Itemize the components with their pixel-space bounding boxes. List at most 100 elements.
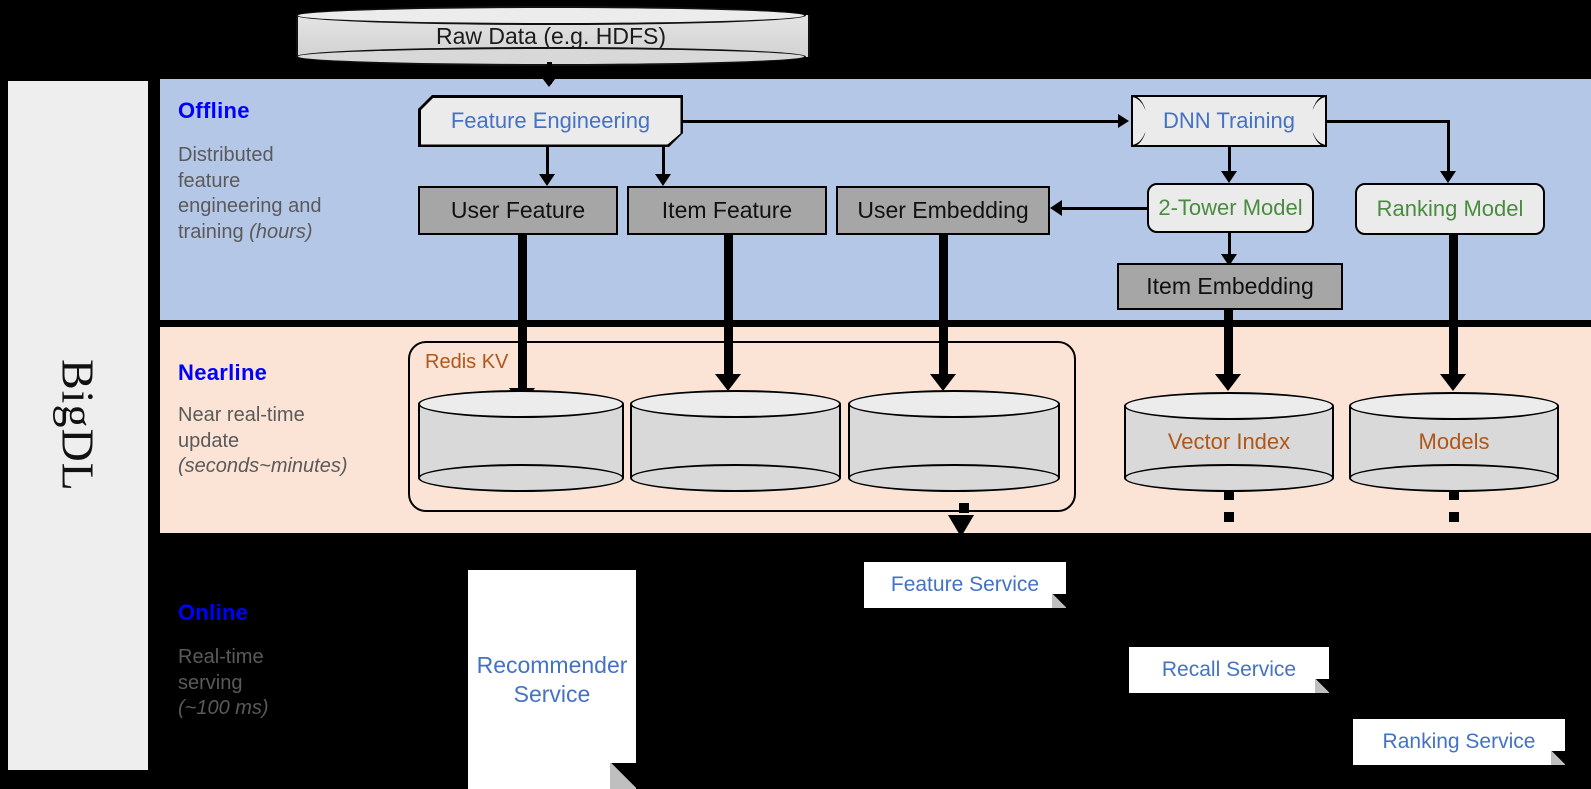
offline-description: Distributed feature engineering and trai… [178, 143, 388, 245]
recall-service-label: Recall Service [1161, 657, 1297, 681]
pipe-itemembedding-to-vectorindex [1224, 310, 1233, 385]
arrow-dnn-to-ranking-v [1447, 120, 1450, 177]
cylinder-bottom [848, 464, 1060, 492]
recommender-service-line2: Service [513, 680, 591, 707]
arrow-dnn-to-ranking-h [1327, 120, 1449, 123]
feature-service-label: Feature Service [890, 572, 1040, 596]
user-feature-node[interactable]: User Feature [418, 186, 618, 235]
store-user-embedding[interactable] [848, 390, 1060, 492]
redis-kv-group [408, 341, 1076, 512]
offline-desc-l4: training [178, 220, 250, 243]
ranking-model-node[interactable]: Ranking Model [1355, 183, 1545, 235]
vector-index-store[interactable]: Vector Index [1124, 392, 1334, 492]
raw-data-store: Raw Data (e.g. HDFS) [296, 6, 810, 66]
offline-desc-l3: engineering and [178, 195, 322, 218]
feature-service-node[interactable]: Feature Service [864, 562, 1066, 608]
pipe-itemfeature-to-store [724, 235, 733, 385]
recommender-service-line1: Recommender [476, 651, 628, 678]
item-feature-label: Item Feature [661, 197, 793, 223]
pipe-itemembedding-head [1215, 374, 1241, 391]
pipe-userembedding-head [930, 374, 956, 391]
online-title: Online [178, 600, 249, 625]
arrow-fe-to-itemfeature-line [662, 147, 665, 181]
arrow-dnn-to-twotower-line [1228, 147, 1231, 177]
arrow-fe-to-itemfeature-head [655, 174, 671, 186]
offline-desc-l2: feature [178, 169, 241, 192]
page-fold-icon [610, 763, 636, 789]
redis-kv-label: Redis KV [425, 351, 509, 373]
nearline-description: Near real-time update (seconds~minutes) [178, 403, 418, 480]
vector-index-label: Vector Index [1167, 429, 1291, 454]
raw-data-label: Raw Data (e.g. HDFS) [435, 22, 667, 49]
ranking-service-node[interactable]: Ranking Service [1353, 719, 1565, 765]
connector-models-dot2 [1449, 512, 1459, 522]
cylinder-top [418, 390, 624, 418]
recall-service-node[interactable]: Recall Service [1129, 647, 1329, 693]
arrow-redis-to-featureservice [948, 515, 974, 537]
cylinder-top [296, 6, 806, 25]
nearline-desc-l1: Near real-time [178, 404, 305, 426]
page-fold-icon [1551, 751, 1565, 765]
connector-featureservice-dot [959, 503, 969, 513]
item-embedding-node[interactable]: Item Embedding [1117, 263, 1343, 310]
models-store[interactable]: Models [1349, 392, 1559, 492]
store-item-feature[interactable] [630, 390, 841, 492]
offline-title: Offline [178, 98, 250, 123]
offline-desc-italic: (hours) [249, 220, 313, 243]
cylinder-bottom [418, 464, 624, 492]
item-embedding-label: Item Embedding [1146, 273, 1314, 299]
arrow-fe-to-dnn-line [683, 120, 1120, 123]
connector-models-dot1 [1449, 490, 1459, 500]
arrow-dnn-to-ranking-head [1440, 171, 1456, 183]
store-user-feature[interactable] [418, 390, 624, 492]
item-feature-node[interactable]: Item Feature [627, 186, 827, 235]
dnn-training-node[interactable]: DNN Training [1131, 95, 1327, 147]
user-embedding-label: User Embedding [857, 197, 1029, 223]
recommender-service-node[interactable]: Recommender Service [468, 570, 636, 789]
bigdl-platform-sidebar: BigDL [6, 79, 150, 772]
cylinder-top [630, 390, 841, 418]
pipe-rankingmodel-head [1440, 374, 1466, 391]
pipe-userembedding-to-store [939, 235, 948, 385]
two-tower-model-label: 2-Tower Model [1158, 195, 1303, 220]
cylinder-top [1349, 392, 1559, 420]
arrow-fe-to-userfeature-line [546, 147, 549, 181]
bigdl-label: BigDL [52, 359, 104, 492]
arrow-twotower-to-itemembedding-line [1228, 233, 1231, 261]
connector-vectorindex-dot1 [1224, 490, 1234, 500]
recommender-service-label: Recommender Service [477, 651, 628, 709]
arrow-dnn-to-twotower-head [1221, 171, 1237, 183]
arrow-twotower-to-userembedding-line [1062, 207, 1148, 210]
cylinder-bottom [630, 464, 841, 492]
arrow-rawdata-to-fe-head [536, 70, 562, 87]
feature-engineering-label: Feature Engineering [421, 98, 681, 145]
pipe-userfeature-to-store [518, 235, 527, 399]
arrow-fe-to-userfeature-head [539, 174, 555, 186]
user-feature-label: User Feature [450, 197, 586, 223]
page-fold-icon [1052, 594, 1066, 608]
models-label: Models [1418, 429, 1490, 454]
connector-vectorindex-dot2 [1224, 512, 1234, 522]
pipe-itemfeature-head [715, 374, 741, 391]
nearline-desc-l2: update [178, 429, 240, 452]
online-description: Real-time serving (~100 ms) [178, 645, 398, 722]
cylinder-top [1124, 392, 1334, 420]
online-desc-l2: serving [178, 671, 243, 694]
user-embedding-node[interactable]: User Embedding [836, 186, 1050, 235]
arrow-fe-to-dnn-head [1118, 114, 1129, 128]
page-fold-icon [1315, 679, 1329, 693]
ranking-service-label: Ranking Service [1382, 729, 1536, 753]
nearline-desc-italic: (seconds~minutes) [178, 455, 348, 478]
two-tower-model-node[interactable]: 2-Tower Model [1147, 183, 1314, 233]
ranking-model-label: Ranking Model [1376, 196, 1524, 221]
nearline-title: Nearline [178, 360, 268, 385]
store-user-feature-label [418, 390, 624, 492]
pipe-rankingmodel-to-models [1449, 235, 1458, 385]
offline-desc-l1: Distributed [178, 144, 274, 166]
dnn-training-shape [1131, 95, 1327, 147]
dnn-training-label: DNN Training [1162, 108, 1296, 133]
online-desc-l1: Real-time [178, 646, 264, 668]
cylinder-top [848, 390, 1060, 418]
feature-engineering-node[interactable]: Feature Engineering [418, 95, 683, 147]
